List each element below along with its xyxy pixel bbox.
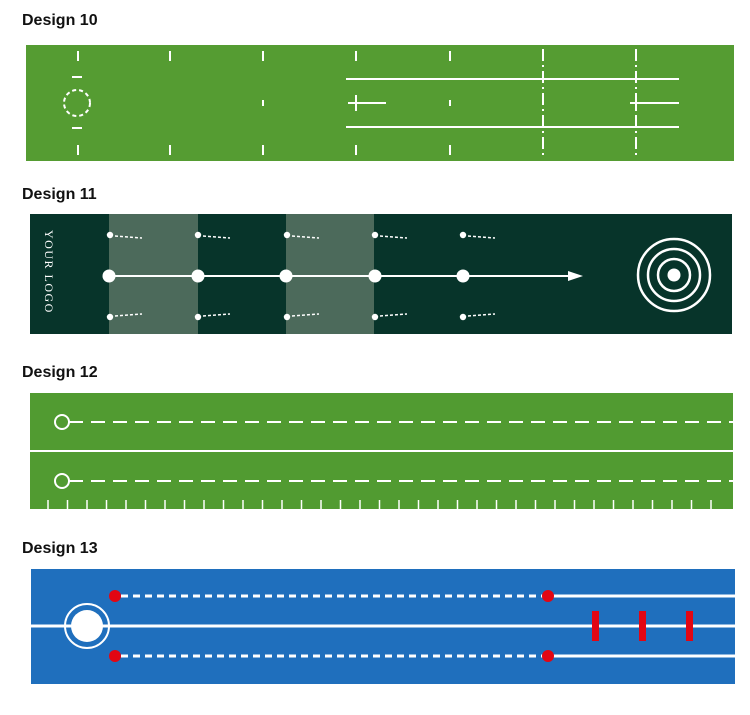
design-11-band	[286, 214, 374, 334]
design-11-small-marker	[283, 231, 291, 239]
design-11-small-marker	[283, 313, 291, 321]
design-13-red-marker	[542, 590, 554, 602]
design-11-ball-marker	[191, 269, 205, 283]
design-11-marker-tail	[114, 313, 143, 317]
design-11-marker-tail	[379, 313, 408, 317]
design-13-mat	[31, 569, 735, 684]
design-11-ball-marker	[279, 269, 293, 283]
design-11-title: Design 11	[22, 186, 97, 203]
design-12-title: Design 12	[22, 364, 98, 381]
design-10-graphic	[26, 45, 734, 161]
design-11-ball-marker	[456, 269, 470, 283]
design-11-arrow-head	[568, 271, 583, 281]
design-11-ball-marker	[102, 269, 116, 283]
design-11-marker-tail	[202, 313, 231, 317]
design-11-marker-tail	[114, 235, 143, 239]
design-11-marker-tail	[467, 235, 496, 239]
design-13-title: Design 13	[22, 540, 98, 557]
design-11-marker-tail	[291, 235, 320, 239]
design-10-hole-circle	[63, 89, 91, 117]
design-11-small-marker	[371, 313, 379, 321]
design-11-band	[109, 214, 198, 334]
design-13-red-bar	[592, 611, 599, 641]
design-13-red-marker	[109, 650, 121, 662]
design-10-mat	[26, 45, 734, 161]
design-13-graphic	[31, 569, 735, 684]
design-11-small-marker	[371, 231, 379, 239]
design-11-small-marker	[459, 313, 467, 321]
design-11-target	[636, 237, 712, 313]
design-11-small-marker	[194, 313, 202, 321]
design-11-ball-marker	[368, 269, 382, 283]
design-11-small-marker	[106, 313, 114, 321]
design-12-mat	[30, 393, 733, 509]
design-11-marker-tail	[202, 235, 231, 239]
design-11-graphic: YOUR LOGO	[30, 214, 732, 334]
design-11-small-marker	[106, 231, 114, 239]
design-11-marker-tail	[291, 313, 320, 317]
design-13-red-marker	[542, 650, 554, 662]
design-12-graphic	[30, 393, 733, 509]
design-12-ruler	[47, 500, 712, 509]
design-13-hole-ring	[64, 603, 110, 649]
design-11-small-marker	[194, 231, 202, 239]
design-13-red-bar	[686, 611, 693, 641]
design-11-logo: YOUR LOGO	[42, 230, 56, 314]
design-11-marker-tail	[379, 235, 408, 239]
design-11-target-center	[667, 268, 681, 282]
design-11-small-marker	[459, 231, 467, 239]
design-10-title: Design 10	[22, 12, 98, 29]
design-13-red-marker	[109, 590, 121, 602]
design-11-marker-tail	[467, 313, 496, 317]
design-11-mat: YOUR LOGO	[30, 214, 732, 334]
design-13-red-bar	[639, 611, 646, 641]
design-13-hole	[71, 610, 103, 642]
